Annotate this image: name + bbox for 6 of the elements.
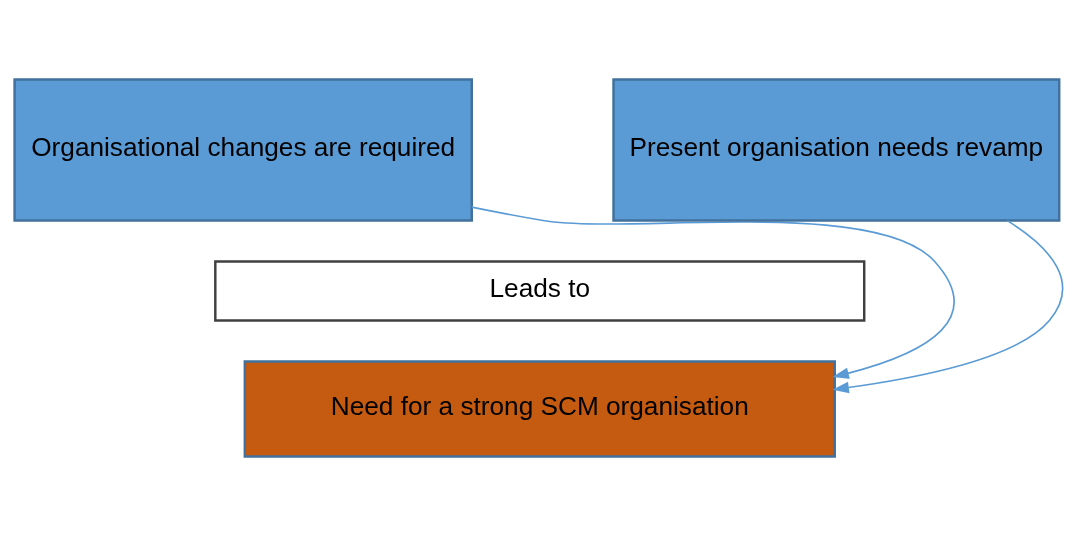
node-box: Present organisation needs revamp xyxy=(612,77,1061,222)
arrow xyxy=(832,219,1064,393)
node-box: Leads to xyxy=(214,259,866,322)
node-box: Organisational changes are required xyxy=(13,77,473,222)
node-box: Need for a strong SCM organisation xyxy=(243,359,836,458)
arrow xyxy=(471,205,955,379)
